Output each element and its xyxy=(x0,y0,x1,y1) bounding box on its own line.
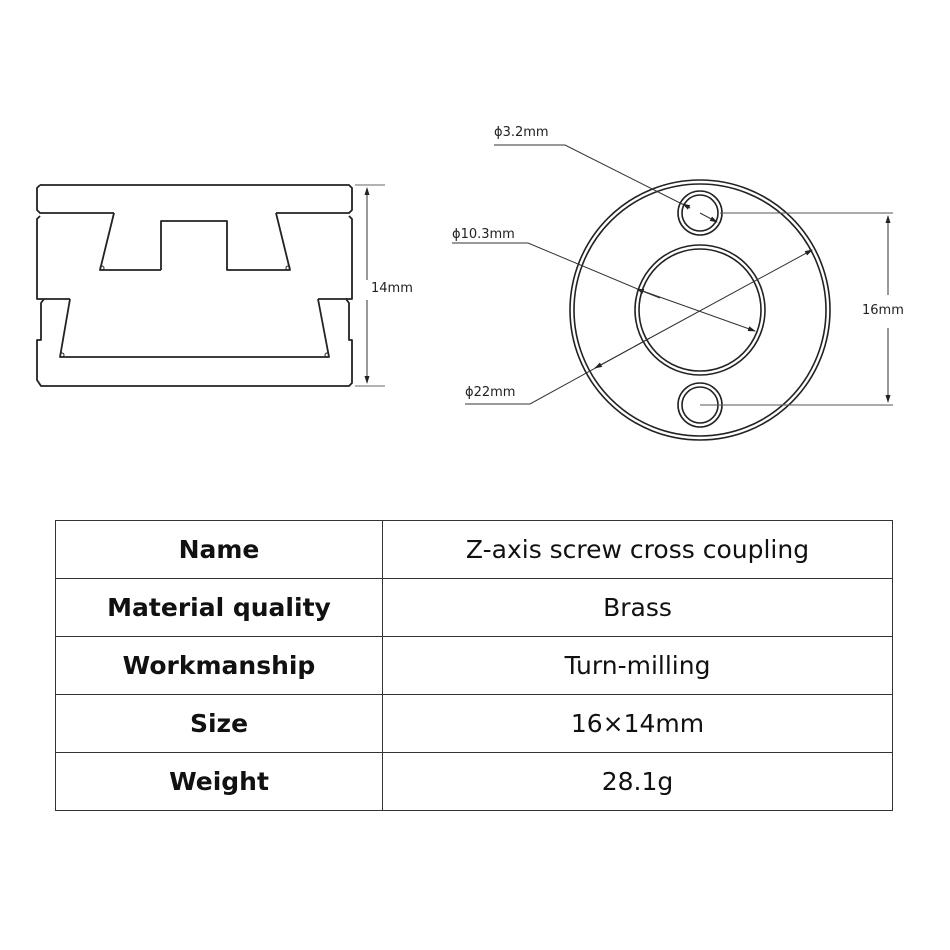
spec-key: Workmanship xyxy=(55,636,383,695)
height-dimension xyxy=(355,184,385,387)
height-dimension-label: 14mm xyxy=(371,281,413,296)
table-row: Size 16×14mm xyxy=(55,694,893,753)
front-view-outline xyxy=(569,179,831,441)
table-row: Material quality Brass xyxy=(55,578,893,637)
front-view-dimensions xyxy=(452,144,893,406)
side-view-outline xyxy=(36,184,353,387)
hole-diameter-label: ϕ3.2mm xyxy=(494,125,549,140)
table-row: Workmanship Turn-milling xyxy=(55,636,893,695)
spec-key: Name xyxy=(55,520,383,579)
inner-diameter-label: ϕ10.3mm xyxy=(452,227,515,242)
spec-value: 16×14mm xyxy=(382,694,893,753)
spec-value: Z-axis screw cross coupling xyxy=(382,520,893,579)
spec-key: Size xyxy=(55,694,383,753)
outer-diameter-label: ϕ22mm xyxy=(465,385,516,400)
spec-value: Brass xyxy=(382,578,893,637)
table-row: Name Z-axis screw cross coupling xyxy=(55,520,893,579)
spec-value: 28.1g xyxy=(382,752,893,811)
spec-key: Material quality xyxy=(55,578,383,637)
hole-spacing-label: 16mm xyxy=(862,303,904,318)
spec-table: Name Z-axis screw cross coupling Materia… xyxy=(55,520,893,811)
fillet-marks xyxy=(59,265,330,358)
drawing-canvas xyxy=(36,144,893,441)
table-row: Weight 28.1g xyxy=(55,752,893,811)
spec-key: Weight xyxy=(55,752,383,811)
technical-drawing: 14mm ϕ3.2mm ϕ10.3mm ϕ22mm 16mm xyxy=(36,125,904,441)
spec-value: Turn-milling xyxy=(382,636,893,695)
